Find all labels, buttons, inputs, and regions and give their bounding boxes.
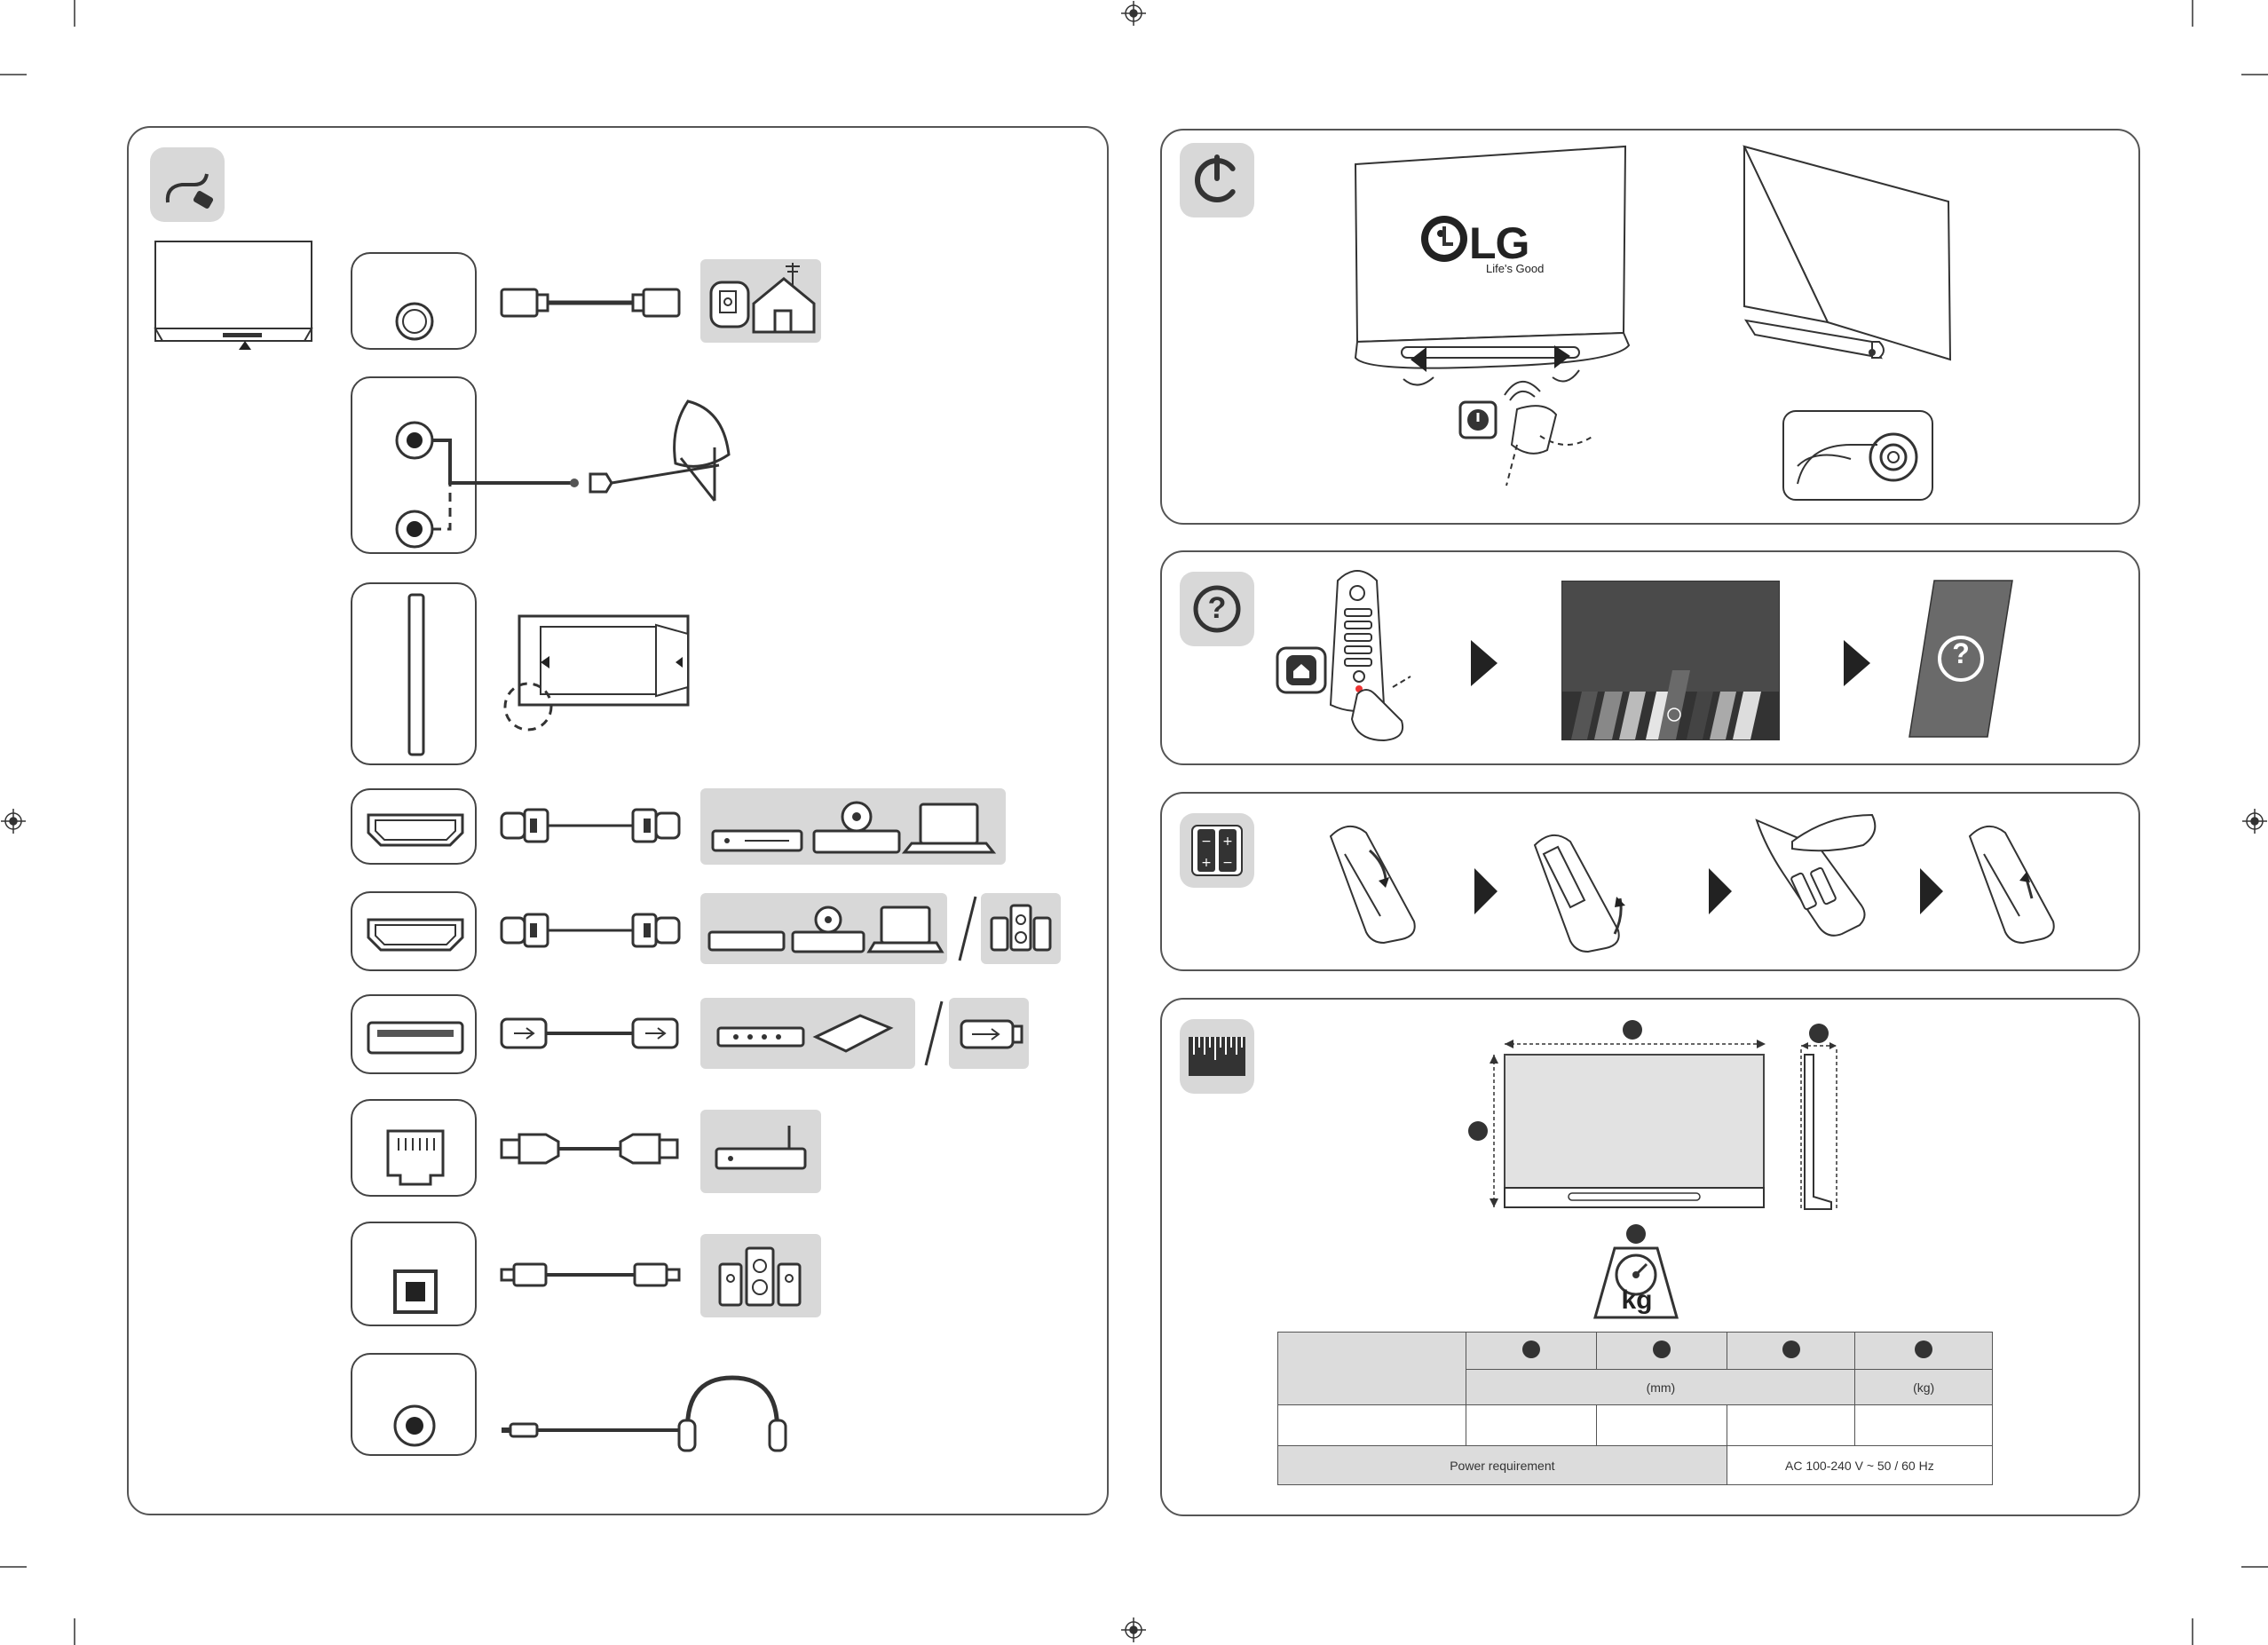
help-tile-glyph: ?	[1934, 637, 1987, 670]
usb-devices-box	[700, 998, 915, 1069]
separator-slash-1	[954, 893, 981, 964]
connections-panel	[127, 126, 1109, 1515]
arrow-right-icon	[1471, 865, 1506, 918]
power-button-press	[1780, 407, 1940, 505]
antenna-port	[351, 252, 477, 350]
separator-slash-2	[921, 998, 947, 1069]
headphones-cable	[502, 1371, 777, 1459]
spec-table: (mm) (kg) Power requirement AC 100-240 V…	[1277, 1332, 1993, 1485]
satellite-cable-dish	[448, 394, 741, 536]
arrow-right-icon	[1840, 637, 1876, 690]
remote-home-press	[1260, 563, 1437, 740]
battery-step-2	[1517, 819, 1641, 952]
width-header-cell	[1466, 1333, 1597, 1370]
kg-label: kg	[1606, 1285, 1668, 1316]
speaker-box-optical	[700, 1234, 821, 1317]
usb-stick-icon	[949, 998, 1029, 1069]
hdmi-port-1	[351, 788, 477, 865]
speaker-box-arc	[981, 893, 1061, 964]
battery-icon: − + + −	[1180, 813, 1254, 888]
router-icon	[700, 1110, 821, 1193]
tv-rear-thumbnail	[155, 241, 315, 357]
registration-mark-bottom	[1121, 1617, 1146, 1642]
unit-mm-cell: (mm)	[1466, 1370, 1855, 1405]
registration-mark-left	[1, 809, 26, 834]
battery-step-1	[1322, 819, 1428, 952]
usb-port	[351, 994, 477, 1074]
help-glyph: ?	[1180, 591, 1254, 626]
remote-power-press	[1460, 383, 1611, 489]
antenna-wall-house-box	[700, 259, 821, 343]
power-requirement-value: AC 100-240 V ~ 50 / 60 Hz	[1727, 1446, 1992, 1485]
svg-text:−: −	[1201, 834, 1212, 849]
power-icon	[1180, 143, 1254, 217]
usb-stick-box	[949, 998, 1029, 1069]
model-value-cell	[1278, 1405, 1466, 1446]
tv-front-illustration	[1348, 146, 1632, 413]
depth-value-cell	[1727, 1405, 1855, 1446]
weight-marker-icon	[1915, 1341, 1932, 1358]
ci-slot	[351, 582, 477, 765]
width-marker-icon	[1522, 1341, 1540, 1358]
depth-header-cell	[1727, 1333, 1855, 1370]
speakers-icon	[981, 893, 1061, 964]
weight-header-cell	[1855, 1333, 1993, 1370]
cable-icon	[150, 147, 225, 222]
height-value-cell	[1597, 1405, 1727, 1446]
battery-step-4	[1961, 819, 2067, 952]
usb-cable	[502, 1007, 697, 1060]
speakers-icon	[700, 1234, 821, 1317]
help-panel: ?	[1160, 550, 2140, 765]
hdmi-devices-box-2	[700, 893, 947, 964]
antenna-cable	[502, 279, 706, 332]
depth-marker-icon	[1782, 1341, 1800, 1358]
weight-value-cell	[1855, 1405, 1993, 1446]
dimensions-panel: kg (mm) (kg) Power requirement AC 100-24…	[1160, 998, 2140, 1516]
arrow-right-icon	[1705, 865, 1741, 918]
tv-dimension-side	[1783, 1019, 1854, 1223]
help-icon: ?	[1180, 572, 1254, 646]
arrow-right-icon	[1916, 865, 1952, 918]
battery-step-3	[1748, 811, 1890, 945]
optical-port	[351, 1222, 477, 1326]
hdmi-devices-box-1	[700, 788, 1006, 865]
svg-text:−: −	[1222, 856, 1233, 870]
lan-port	[351, 1099, 477, 1197]
lg-slogan: Life's Good	[1486, 262, 1544, 275]
usb-hub-icon	[718, 1028, 803, 1046]
ruler-icon	[1180, 1019, 1254, 1094]
tv-side-illustration	[1739, 146, 1970, 377]
lan-cable	[502, 1122, 697, 1175]
svg-text:+: +	[1222, 834, 1233, 849]
power-panel: LG Life's Good	[1160, 129, 2140, 525]
battery-panel: − + + −	[1160, 792, 2140, 971]
ci-module-card	[502, 598, 715, 732]
laptop-icon	[905, 804, 993, 852]
hdmi-cable-1	[502, 799, 697, 852]
height-header-cell	[1597, 1333, 1727, 1370]
dvd-player-icon	[814, 803, 899, 852]
headphone-port	[351, 1353, 477, 1456]
hdmi-port-2	[351, 891, 477, 971]
set-top-box-icon	[713, 831, 802, 850]
registration-mark-right	[2242, 809, 2267, 834]
model-header-cell	[1278, 1333, 1466, 1405]
arrow-right-icon	[1467, 637, 1503, 690]
tv-dimension-front	[1483, 1019, 1776, 1223]
svg-text:+: +	[1201, 856, 1212, 870]
height-marker-icon	[1653, 1341, 1671, 1358]
power-requirement-label: Power requirement	[1278, 1446, 1727, 1485]
tv-menu-screen	[1561, 581, 1780, 740]
hdmi-cable-2	[502, 904, 697, 957]
width-value-cell	[1466, 1405, 1597, 1446]
optical-cable	[502, 1248, 697, 1301]
router-box	[700, 1110, 821, 1193]
unit-kg-cell: (kg)	[1855, 1370, 1993, 1405]
external-hdd-icon	[816, 1016, 890, 1051]
registration-mark-top	[1121, 1, 1146, 26]
